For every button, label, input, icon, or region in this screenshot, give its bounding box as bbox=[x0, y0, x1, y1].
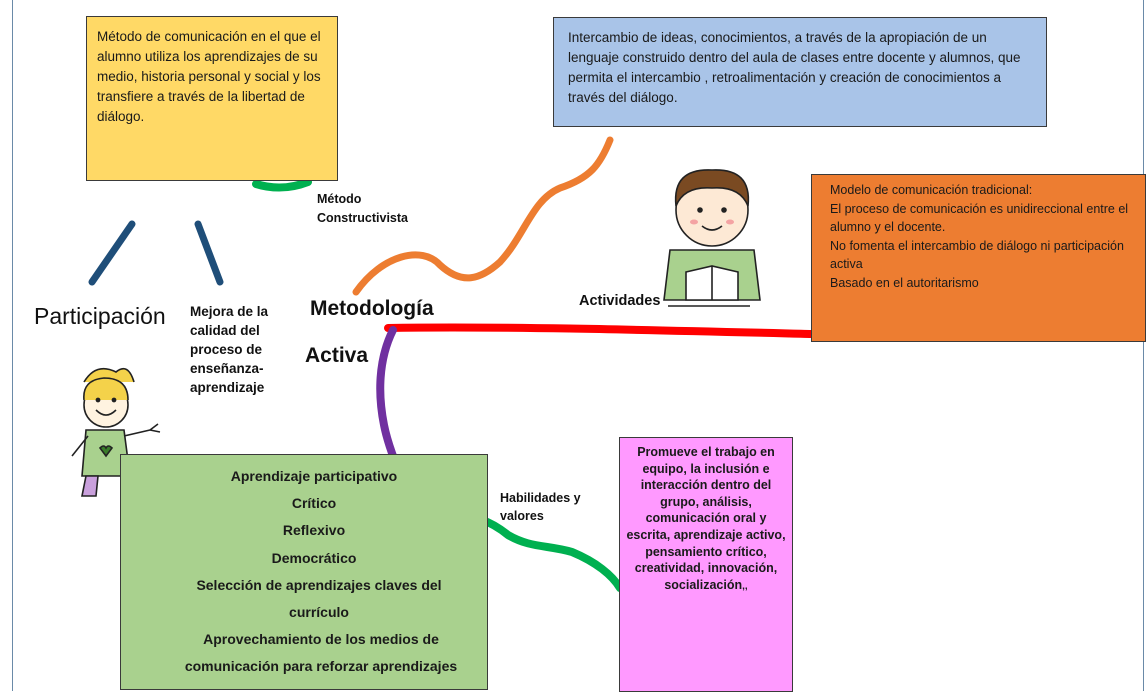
central-title-line2: Activa bbox=[305, 344, 369, 367]
actividades-line: Basado en el autoritarismo bbox=[830, 275, 979, 290]
constructivista-label: Método Constructivista bbox=[317, 192, 408, 225]
caracteristica-item: Reflexivo bbox=[282, 522, 346, 539]
caracteristica-item: Selección de aprendizajes claves del cur… bbox=[196, 576, 442, 621]
participacion-label: Participación bbox=[34, 303, 166, 329]
blue-stroke-right bbox=[194, 220, 224, 286]
habilidades-description-box: Promueve el trabajo en equipo, la inclus… bbox=[619, 437, 793, 692]
blue-stroke-left bbox=[88, 220, 136, 286]
actividades-description-box: Modelo de comunicación tradicional: El p… bbox=[811, 174, 1146, 342]
actividades-label: Actividades bbox=[579, 293, 661, 309]
habilidades-description-text: Promueve el trabajo en equipo, la inclus… bbox=[626, 445, 786, 592]
girl-illustration bbox=[71, 367, 161, 497]
boy-illustration bbox=[663, 169, 761, 307]
central-title-line1: Metodología bbox=[310, 297, 434, 320]
caracteristica-item: Aprovechamiento de los medios de comunic… bbox=[184, 631, 458, 675]
constructivista-definition-box: Intercambio de ideas, conocimientos, a t… bbox=[553, 17, 1047, 127]
participacion-definition-text: Método de comunicación en el que el alum… bbox=[97, 29, 321, 124]
caracteristica-item: Aprendizaje participativo bbox=[230, 468, 398, 484]
caracteristicas-box: Aprendizaje participativo Crítico Reflex… bbox=[120, 454, 488, 690]
green-arc-connector bbox=[252, 178, 312, 192]
actividades-line: El proceso de comunicación es unidirecci… bbox=[830, 201, 1129, 235]
constructivista-definition-text: Intercambio de ideas, conocimientos, a t… bbox=[568, 30, 1021, 105]
participacion-definition-box: Método de comunicación en el que el alum… bbox=[86, 16, 338, 181]
actividades-line: Modelo de comunicación tradicional: bbox=[830, 183, 1033, 197]
red-branch bbox=[384, 323, 816, 338]
habilidades-tail: ,, bbox=[742, 580, 748, 592]
purple-branch bbox=[376, 326, 397, 460]
caracteristica-item: Crítico bbox=[291, 495, 337, 512]
habilidades-label: Habilidades y valores bbox=[500, 491, 581, 523]
orange-branch bbox=[352, 136, 614, 296]
participacion-benefit-label: Mejora de la calidad del proceso de ense… bbox=[190, 304, 269, 395]
actividades-line: No fomenta el intercambio de diálogo ni … bbox=[830, 238, 1124, 272]
caracteristica-item: Democrático bbox=[271, 549, 357, 566]
slide-frame bbox=[12, 0, 1144, 691]
